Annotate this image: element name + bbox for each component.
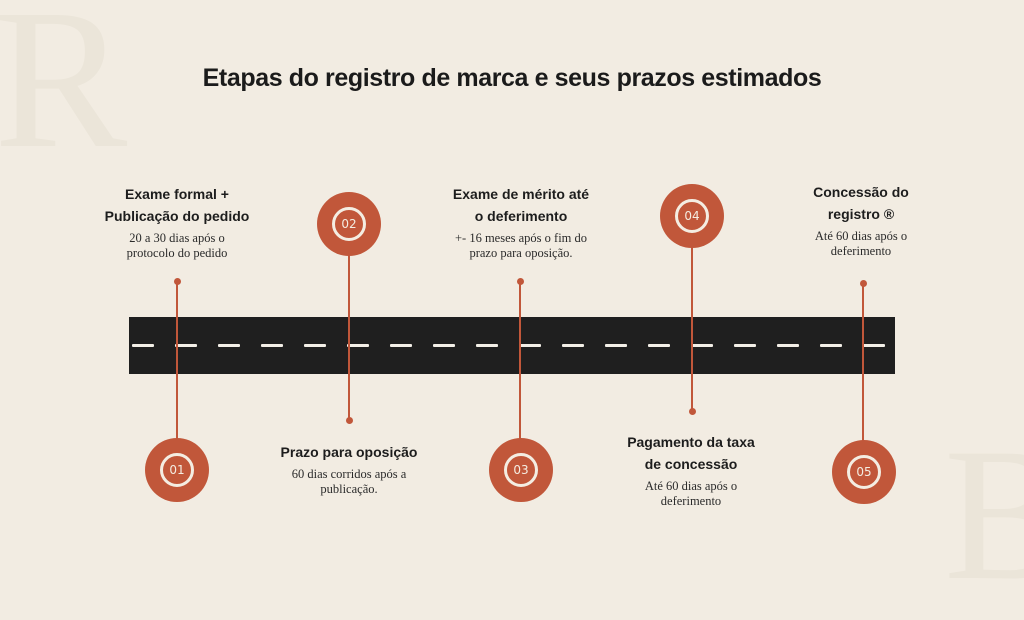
step-03-title-line1: Exame de mérito até xyxy=(452,186,590,202)
step-03-number: 03 xyxy=(504,453,538,487)
road-dash xyxy=(863,344,885,347)
step-02-desc-line2: publicação. xyxy=(320,482,378,496)
step-02-description: 60 dias corridos após a publicação. xyxy=(249,467,449,497)
step-02-marker: 02 xyxy=(317,192,381,256)
road-dash xyxy=(476,344,498,347)
step-02-connector-line xyxy=(348,254,350,421)
road-dash xyxy=(820,344,842,347)
step-05-connector-line xyxy=(862,283,864,443)
step-03-marker: 03 xyxy=(489,438,553,502)
step-02-number: 02 xyxy=(332,207,366,241)
road-dash xyxy=(132,344,154,347)
step-01-number: 01 xyxy=(160,453,194,487)
step-05-number: 05 xyxy=(847,455,881,489)
step-03-desc-line2: prazo para oposição. xyxy=(469,246,573,260)
road-dash xyxy=(777,344,799,347)
step-02-title-line1: Prazo para oposição xyxy=(280,444,418,460)
step-03-title: Exame de mérito até o deferimento xyxy=(421,183,621,227)
road-dash xyxy=(390,344,412,347)
step-05-desc-line2: deferimento xyxy=(830,244,892,258)
road-dash xyxy=(562,344,584,347)
road-dash xyxy=(691,344,713,347)
page-title: Etapas do registro de marca e seus prazo… xyxy=(202,64,822,92)
road-dash xyxy=(648,344,670,347)
road-dash xyxy=(304,344,326,347)
timeline-road xyxy=(129,317,895,374)
step-01-description: 20 a 30 dias após o protocolo do pedido xyxy=(77,231,277,261)
step-04-marker: 04 xyxy=(660,184,724,248)
step-03-label: Exame de mérito até o deferimento +- 16 … xyxy=(421,183,621,261)
step-02-desc-line1: 60 dias corridos após a xyxy=(291,467,407,481)
road-dash xyxy=(605,344,627,347)
step-03-title-line2: o deferimento xyxy=(474,208,568,224)
step-05-title-line1: Concessão do xyxy=(813,184,909,200)
step-02-label: Prazo para oposição 60 dias corridos apó… xyxy=(249,441,449,497)
road-dash xyxy=(519,344,541,347)
step-05-title: Concessão do registro ® xyxy=(761,181,961,225)
step-01-title: Exame formal + Publicação do pedido xyxy=(77,183,277,227)
step-01-marker: 01 xyxy=(145,438,209,502)
step-02-connector-dot xyxy=(346,417,353,424)
road-dash xyxy=(734,344,756,347)
step-02-title: Prazo para oposição xyxy=(249,441,449,463)
step-05-label: Concessão do registro ® Até 60 dias após… xyxy=(761,181,961,259)
road-dash xyxy=(347,344,369,347)
step-05-desc-line1: Até 60 dias após o xyxy=(814,229,908,243)
step-01-connector-line xyxy=(176,281,178,441)
road-dash xyxy=(175,344,197,347)
step-04-desc-line2: deferimento xyxy=(660,494,722,508)
step-04-label: Pagamento da taxa de concessão Até 60 di… xyxy=(591,431,791,509)
step-04-desc-line1: Até 60 dias após o xyxy=(644,479,738,493)
step-04-title-line1: Pagamento da taxa xyxy=(627,434,755,450)
road-dash xyxy=(433,344,455,347)
step-04-title-line2: de concessão xyxy=(644,456,738,472)
step-01-desc-line1: 20 a 30 dias após o xyxy=(129,231,225,245)
step-04-description: Até 60 dias após o deferimento xyxy=(591,479,791,509)
step-03-description: +- 16 meses após o fim do prazo para opo… xyxy=(421,231,621,261)
step-03-desc-line1: +- 16 meses após o fim do xyxy=(454,231,588,245)
step-05-description: Até 60 dias após o deferimento xyxy=(761,229,961,259)
step-04-number: 04 xyxy=(675,199,709,233)
road-dash xyxy=(218,344,240,347)
step-01-title-line1: Exame formal + xyxy=(125,186,229,202)
step-01-label: Exame formal + Publicação do pedido 20 a… xyxy=(77,183,277,261)
step-01-title-line2: Publicação do pedido xyxy=(104,208,250,224)
step-05-title-line2: registro ® xyxy=(827,206,895,222)
step-04-connector-line xyxy=(691,246,693,411)
step-04-title: Pagamento da taxa de concessão xyxy=(591,431,791,475)
watermark-letter-r: R xyxy=(0,0,128,190)
watermark-letter-b: B xyxy=(944,410,1024,620)
step-01-desc-line2: protocolo do pedido xyxy=(126,246,228,260)
step-03-connector-line xyxy=(519,281,521,441)
step-04-connector-dot xyxy=(689,408,696,415)
road-dash xyxy=(261,344,283,347)
step-05-marker: 05 xyxy=(832,440,896,504)
